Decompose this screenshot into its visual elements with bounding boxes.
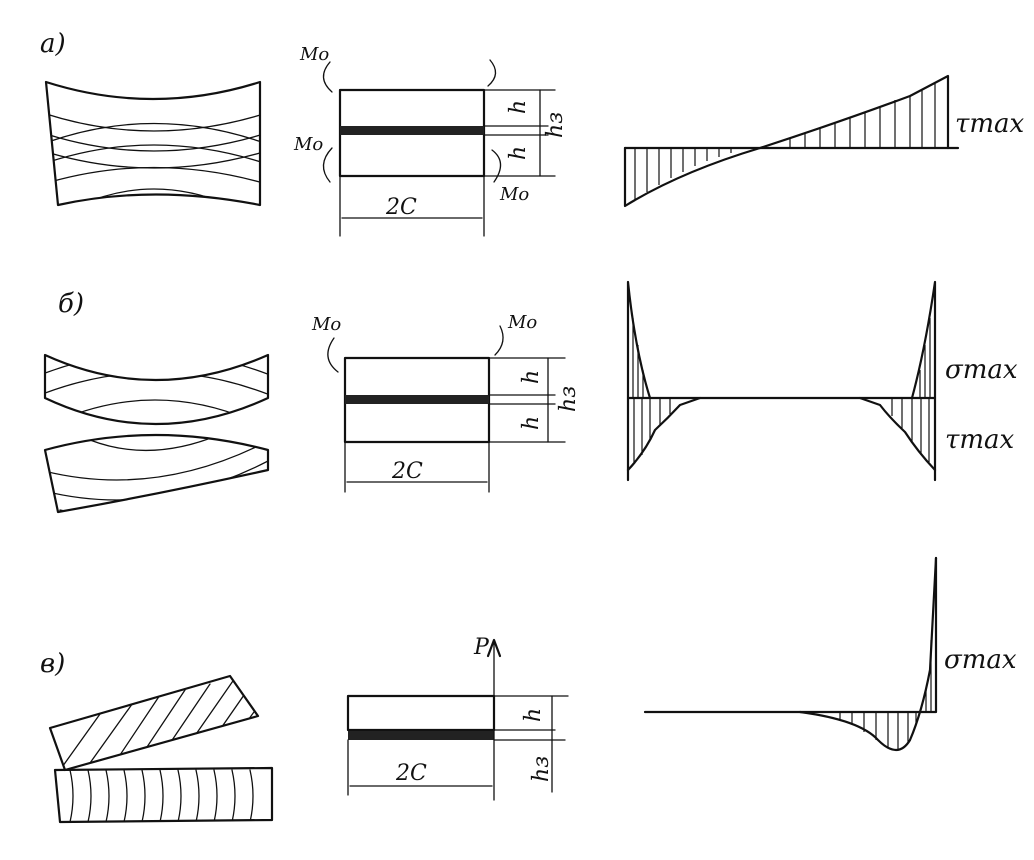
panel-c-label: в) (40, 649, 65, 679)
panel-c-specimen (48, 674, 274, 824)
panel-c-joint-block: P h hз 2C (346, 635, 569, 801)
panel-a-dim-h-top: h (506, 100, 531, 114)
panel-c-force-arrow (486, 638, 502, 658)
panel-b-dim-h-top: h (519, 370, 544, 384)
panel-a-dim-glue: hз (543, 112, 568, 138)
panel-a-joint-block: h h hз 2C Mo Mo Mo (293, 44, 568, 237)
panel-b-dim-width: 2C (391, 459, 423, 484)
panel-c-stress-diagram: σmax (643, 556, 1017, 752)
panel-a-specimen (44, 80, 262, 207)
panel-b-moment-arrow-2 (494, 325, 504, 356)
panel-c-force-label: P (473, 635, 490, 660)
panel-a-stress-diagram: τmax (623, 74, 1025, 208)
panel-a-label: а) (40, 29, 66, 59)
panel-a-moment-label-3: Mo (499, 184, 529, 205)
panel-a: а) h h hз 2C (40, 29, 1025, 237)
panel-a-stress-label: τmax (955, 109, 1025, 139)
panel-c-dim-width: 2C (395, 761, 427, 786)
panel-b-specimen (43, 353, 270, 514)
panel-b-dim-glue: hз (556, 386, 581, 412)
panel-a-dim-h-bottom: h (506, 146, 531, 160)
panel-b-stress-label-sigma: σmax (945, 355, 1018, 385)
panel-c: в) (40, 556, 1017, 824)
panel-b: б) h h (43, 280, 1018, 514)
panel-a-dim-width: 2C (385, 195, 417, 220)
panel-a-moment-arrow-1 (322, 61, 333, 93)
panel-b-stress-diagram: σmax τmax (626, 280, 1018, 482)
panel-b-joint-block: h h hз 2C Mo Mo (311, 312, 581, 493)
panel-c-stress-label: σmax (944, 645, 1017, 675)
panel-b-label: б) (58, 289, 84, 319)
panel-c-dim-glue: hз (529, 756, 554, 782)
panel-b-stress-label-tau: τmax (945, 425, 1015, 455)
panel-a-moment-label-2: Mo (293, 134, 323, 155)
panel-c-dim-h: h (521, 708, 546, 722)
panel-b-moment-label-1: Mo (311, 314, 341, 335)
panel-a-moment-arrow-2 (322, 147, 333, 183)
panel-a-moment-label-1: Mo (299, 44, 329, 65)
panel-b-moment-label-2: Mo (507, 312, 537, 333)
panel-a-moment-arrow-4 (491, 149, 502, 183)
panel-b-moment-arrow-1 (327, 337, 339, 373)
panel-b-dim-h-bottom: h (519, 416, 544, 430)
panel-a-moment-arrow-3 (487, 59, 497, 87)
